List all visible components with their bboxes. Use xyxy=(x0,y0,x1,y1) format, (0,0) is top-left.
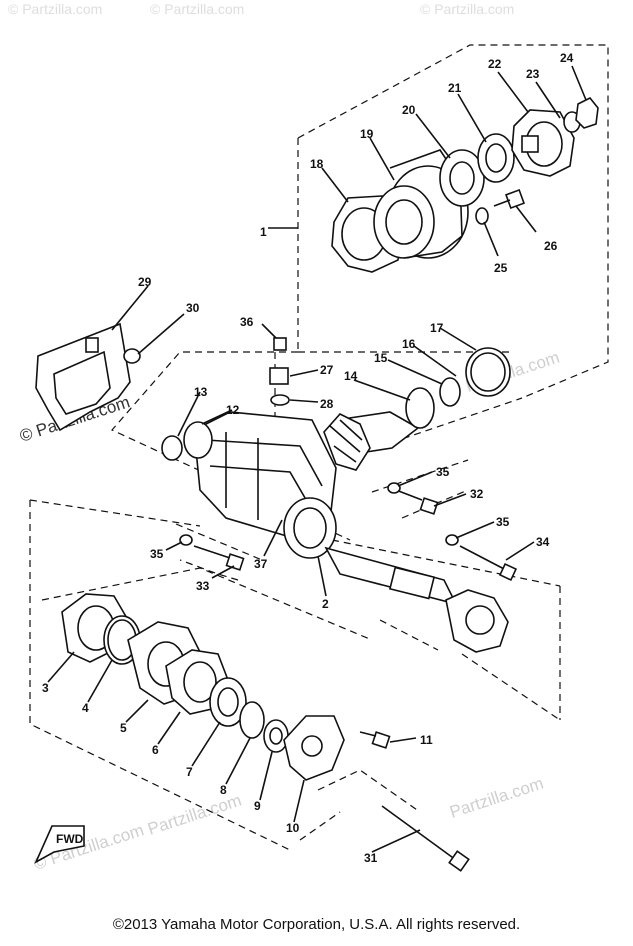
shim-6-hole xyxy=(183,661,217,703)
ring-8 xyxy=(239,701,265,739)
callout-6: 6 xyxy=(152,743,159,757)
lower-cover-assembly xyxy=(61,593,470,872)
callout-9: 9 xyxy=(254,799,261,813)
flange-22-spline xyxy=(521,135,539,153)
bearing-15 xyxy=(405,387,435,429)
callout-3: 3 xyxy=(42,681,49,695)
callout-32: 32 xyxy=(470,487,484,501)
callout-22: 22 xyxy=(488,57,502,71)
assembly-outline-lines xyxy=(29,44,609,851)
bolt-34-head xyxy=(498,562,518,582)
plug-36 xyxy=(273,337,287,351)
callout-27: 27 xyxy=(320,363,334,377)
callout-25: 25 xyxy=(494,261,508,275)
washer-25 xyxy=(475,207,489,225)
callout-12: 12 xyxy=(226,403,240,417)
callout-36: 36 xyxy=(240,315,254,329)
shaft-2-spline xyxy=(388,566,436,600)
case-37-front-bore-inner xyxy=(293,507,327,549)
bearing-20-inner xyxy=(449,161,475,195)
side-cover-assembly xyxy=(35,322,141,432)
callout-19: 19 xyxy=(360,127,374,141)
top-bearing-housing-assembly xyxy=(331,96,599,273)
callout-15: 15 xyxy=(374,351,388,365)
fwd-arrow-icon: FWD xyxy=(34,825,85,864)
shaft-2 xyxy=(324,546,458,606)
callout-37: 37 xyxy=(254,557,268,571)
callout-5: 5 xyxy=(120,721,127,735)
callout-35-c: 35 xyxy=(150,547,164,561)
callout-21: 21 xyxy=(448,81,462,95)
cover-10-hub xyxy=(301,735,323,757)
gasket-28 xyxy=(270,394,290,406)
output-shaft-assembly xyxy=(179,482,518,653)
pinion-gear-assembly xyxy=(323,347,511,471)
callout-2: 2 xyxy=(322,597,329,611)
washer-35-a xyxy=(387,482,401,494)
callout-1: 1 xyxy=(260,225,267,239)
bearing-7-inner xyxy=(217,687,239,717)
callout-16: 16 xyxy=(402,337,416,351)
bolt-11-head xyxy=(371,731,391,749)
shim-16 xyxy=(439,377,461,407)
gear-case-assembly xyxy=(161,337,337,559)
watermark-text: © Partzilla.com xyxy=(150,1,244,17)
callout-7: 7 xyxy=(186,765,193,779)
cover-29-window xyxy=(85,337,99,353)
plug-30 xyxy=(123,348,141,364)
bevel-gear-14 xyxy=(323,413,371,471)
washer-35-b xyxy=(445,534,459,546)
callout-33: 33 xyxy=(196,579,210,593)
callout-28: 28 xyxy=(320,397,334,411)
callout-35-a: 35 xyxy=(436,465,450,479)
breather-27 xyxy=(269,367,289,385)
callout-14: 14 xyxy=(344,369,358,383)
seal-21-inner xyxy=(485,143,507,173)
callout-31: 31 xyxy=(364,851,378,865)
washer-35-c xyxy=(179,534,193,546)
callout-30: 30 xyxy=(186,301,200,315)
fwd-label: FWD xyxy=(56,832,84,846)
callout-20: 20 xyxy=(402,103,416,117)
callout-11: 11 xyxy=(420,733,433,747)
callout-17: 17 xyxy=(430,321,444,335)
bolt-32-head xyxy=(419,497,439,515)
bolt-33-head xyxy=(225,553,245,571)
snap-ring-13 xyxy=(161,435,183,461)
watermark-text: Partzilla.com xyxy=(145,791,243,839)
callout-13: 13 xyxy=(194,385,208,399)
nut-24 xyxy=(575,96,599,129)
o-ring-17-inner xyxy=(470,352,506,392)
callout-18: 18 xyxy=(310,157,324,171)
callout-35-b: 35 xyxy=(496,515,510,529)
callout-24: 24 xyxy=(560,51,574,65)
callout-34: 34 xyxy=(536,535,550,549)
callout-26: 26 xyxy=(544,239,558,253)
callout-29: 29 xyxy=(138,275,152,289)
watermark-text: © Partzilla.com xyxy=(420,1,514,17)
copyright-notice: ©2013 Yamaha Motor Corporation, U.S.A. A… xyxy=(112,916,521,933)
watermark-text: Partzilla.com xyxy=(447,774,545,822)
seal-12 xyxy=(183,421,213,459)
part-callouts: 1 2 3 4 5 6 7 8 9 10 11 12 13 14 15 16 1… xyxy=(42,51,574,865)
seal-9-inner xyxy=(269,727,283,745)
leader-lines xyxy=(47,65,587,853)
callout-10: 10 xyxy=(286,821,300,835)
housing-19-bore xyxy=(385,199,423,245)
callout-23: 23 xyxy=(526,67,540,81)
callout-8: 8 xyxy=(220,783,227,797)
bolt-26-head xyxy=(505,189,525,209)
callout-4: 4 xyxy=(82,701,89,715)
watermark-text: © Partzilla.com xyxy=(8,1,102,17)
gear-2-hub xyxy=(465,605,495,635)
bolt-31-head xyxy=(448,850,470,872)
